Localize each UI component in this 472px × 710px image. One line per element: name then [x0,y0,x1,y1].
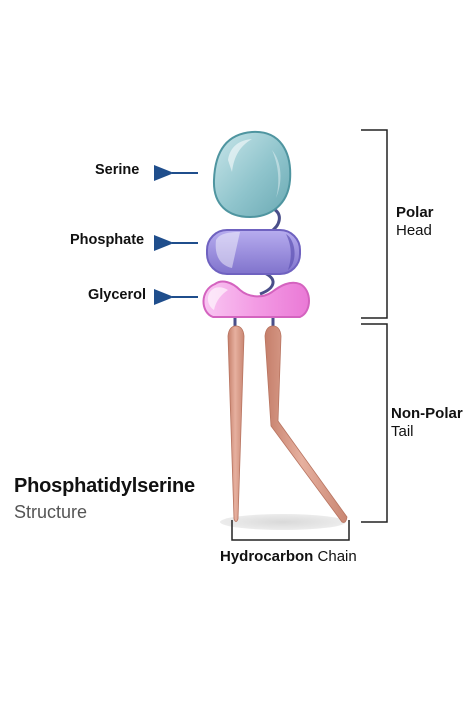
hydrocarbon-tail-right [264,325,348,523]
hydrocarbon-tail-left [227,325,245,522]
polar-head-label: Polar Head [396,204,434,240]
tail-label: Tail [391,423,414,440]
phosphate-shape [206,229,301,275]
phosphate-glycerol-linker [259,270,275,296]
hydrocarbon-label: Hydrocarbon [220,548,314,565]
hydrocarbon-chain-bracket [231,520,350,541]
nonpolar-label: Non-Polar [391,405,463,422]
polar-head-bracket [361,129,388,319]
glycerol-label: Glycerol [88,287,147,303]
nonpolar-tail-label: Non-Polar Tail [391,405,463,441]
nonpolar-tail-bracket [361,323,388,523]
ground-shadow [220,514,346,530]
head-label: Head [396,222,432,239]
serine-label: Serine [95,162,140,178]
diagram-title: Phosphatidylserine [14,475,195,497]
phosphate-label: Phosphate [70,232,145,248]
polar-label: Polar [396,204,434,221]
diagram-subtitle: Structure [14,502,88,522]
serine-shape [212,130,292,219]
chain-label: Chain [317,548,357,565]
hydrocarbon-chain-label: Hydrocarbon Chain [220,548,357,566]
glycerol-shape [202,280,310,318]
